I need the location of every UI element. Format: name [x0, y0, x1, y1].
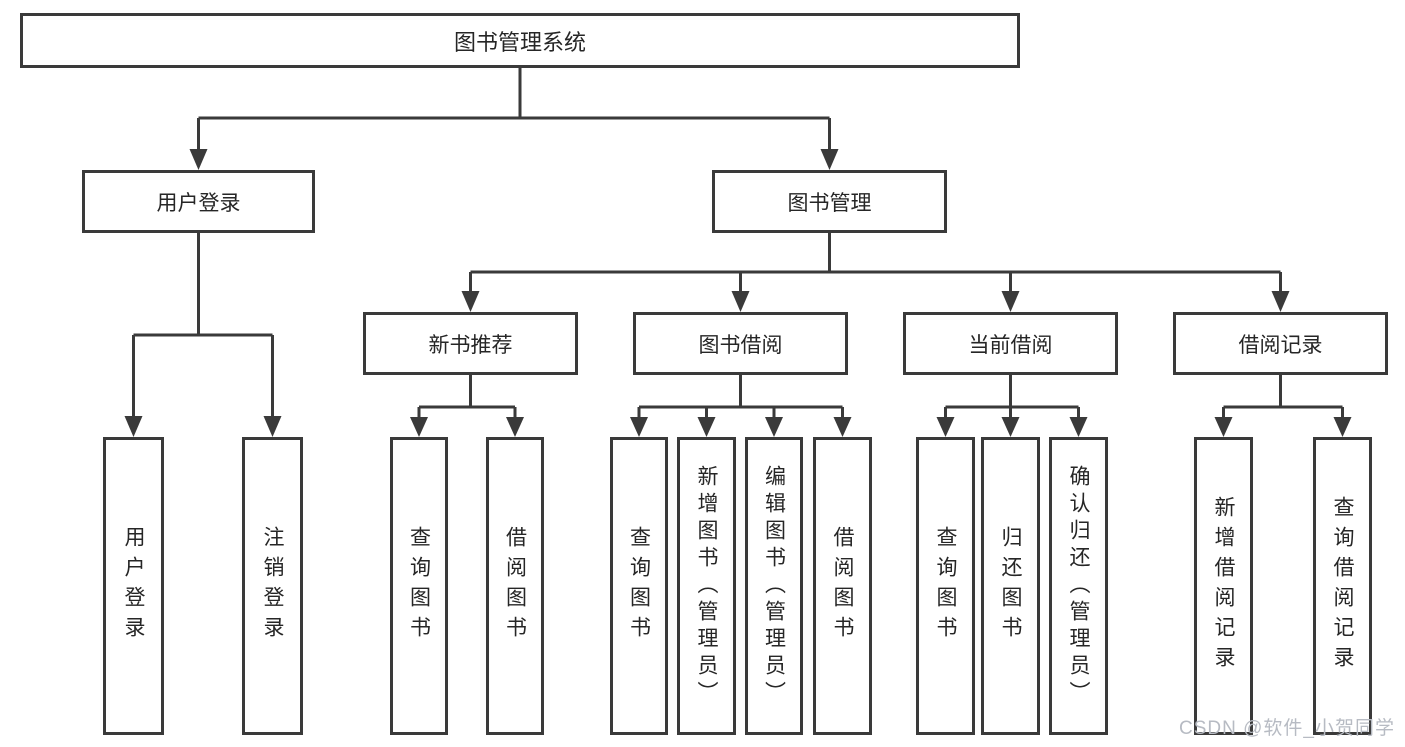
node-label: 归还图书: [999, 526, 1022, 646]
arrowhead-icon: [936, 417, 955, 437]
arrowhead-icon: [1333, 417, 1352, 437]
arrowhead-icon: [1069, 417, 1088, 437]
node-book-borrow: 图书借阅: [633, 312, 848, 375]
connector-current-borrow-group: [936, 375, 1088, 437]
connector-book-borrow-group: [630, 375, 852, 437]
connector-book-management-to-level3: [461, 233, 1290, 312]
node-label: 用户登录: [156, 191, 241, 215]
node-label: 查询借阅记录: [1331, 496, 1354, 676]
leaf-newrec-query-book: 查询图书: [390, 437, 448, 735]
node-label: 图书借阅: [698, 333, 783, 357]
leaf-borrow-edit-book-admin: 编辑图书（管理员）: [745, 437, 803, 735]
node-label: 编辑图书（管理员）: [762, 464, 786, 708]
node-user-login: 用户登录: [82, 170, 315, 233]
connector-new-book-recommend-group: [410, 375, 524, 437]
node-label: 新增图书（管理员）: [695, 464, 718, 708]
arrowhead-icon: [1001, 417, 1020, 437]
arrowhead-icon: [189, 149, 208, 170]
arrowhead-icon: [731, 291, 750, 312]
node-borrow-records: 借阅记录: [1173, 312, 1388, 375]
connector-borrow-records-group: [1214, 375, 1352, 437]
node-label: 当前借阅: [968, 333, 1053, 357]
node-label: 查询图书: [627, 526, 651, 646]
node-new-book-recommend: 新书推荐: [363, 312, 578, 375]
leaf-current-confirm-return-admin: 确认归还（管理员）: [1049, 437, 1108, 735]
leaf-logout: 注销登录: [242, 437, 303, 735]
node-label: 借阅图书: [831, 526, 854, 646]
node-label: 借阅记录: [1238, 333, 1323, 357]
leaf-borrow-borrow-book: 借阅图书: [813, 437, 872, 735]
node-label: 确认归还（管理员）: [1067, 464, 1090, 708]
node-label: 图书管理系统: [453, 29, 586, 55]
arrowhead-icon: [820, 149, 839, 170]
leaf-borrow-query-book: 查询图书: [610, 437, 668, 735]
arrowhead-icon: [461, 291, 480, 312]
leaf-newrec-borrow-book: 借阅图书: [486, 437, 544, 735]
leaf-records-add-record: 新增借阅记录: [1194, 437, 1253, 735]
csdn-watermark: CSDN @软件_小贺同学: [1179, 718, 1395, 739]
leaf-records-query-record: 查询借阅记录: [1313, 437, 1372, 735]
node-book-management: 图书管理: [712, 170, 947, 233]
leaf-current-return-book: 归还图书: [981, 437, 1040, 735]
node-label: 用户登录: [122, 526, 145, 646]
arrowhead-icon: [506, 417, 524, 437]
node-label: 查询图书: [934, 526, 957, 646]
connector-user-login-to-leaves: [124, 233, 282, 437]
leaf-borrow-add-book-admin: 新增图书（管理员）: [677, 437, 736, 735]
connector-root-to-level2: [189, 68, 839, 170]
node-label: 新增借阅记录: [1212, 496, 1235, 676]
node-label: 查询图书: [407, 526, 431, 646]
node-label: 新书推荐: [428, 333, 513, 357]
node-label: 借阅图书: [503, 526, 527, 646]
arrowhead-icon: [1214, 417, 1233, 437]
leaf-current-query-book: 查询图书: [916, 437, 975, 735]
node-current-borrow: 当前借阅: [903, 312, 1118, 375]
arrowhead-icon: [697, 417, 716, 437]
arrowhead-icon: [765, 417, 783, 437]
node-label: 注销登录: [261, 526, 284, 646]
leaf-user-login: 用户登录: [103, 437, 164, 735]
arrowhead-icon: [833, 417, 852, 437]
node-label: 图书管理: [787, 191, 872, 215]
node-library-system: 图书管理系统: [20, 13, 1020, 68]
arrowhead-icon: [1001, 291, 1020, 312]
arrowhead-icon: [1271, 291, 1290, 312]
arrowhead-icon: [630, 417, 648, 437]
arrowhead-icon: [410, 417, 428, 437]
arrowhead-icon: [124, 416, 143, 437]
arrowhead-icon: [263, 416, 282, 437]
